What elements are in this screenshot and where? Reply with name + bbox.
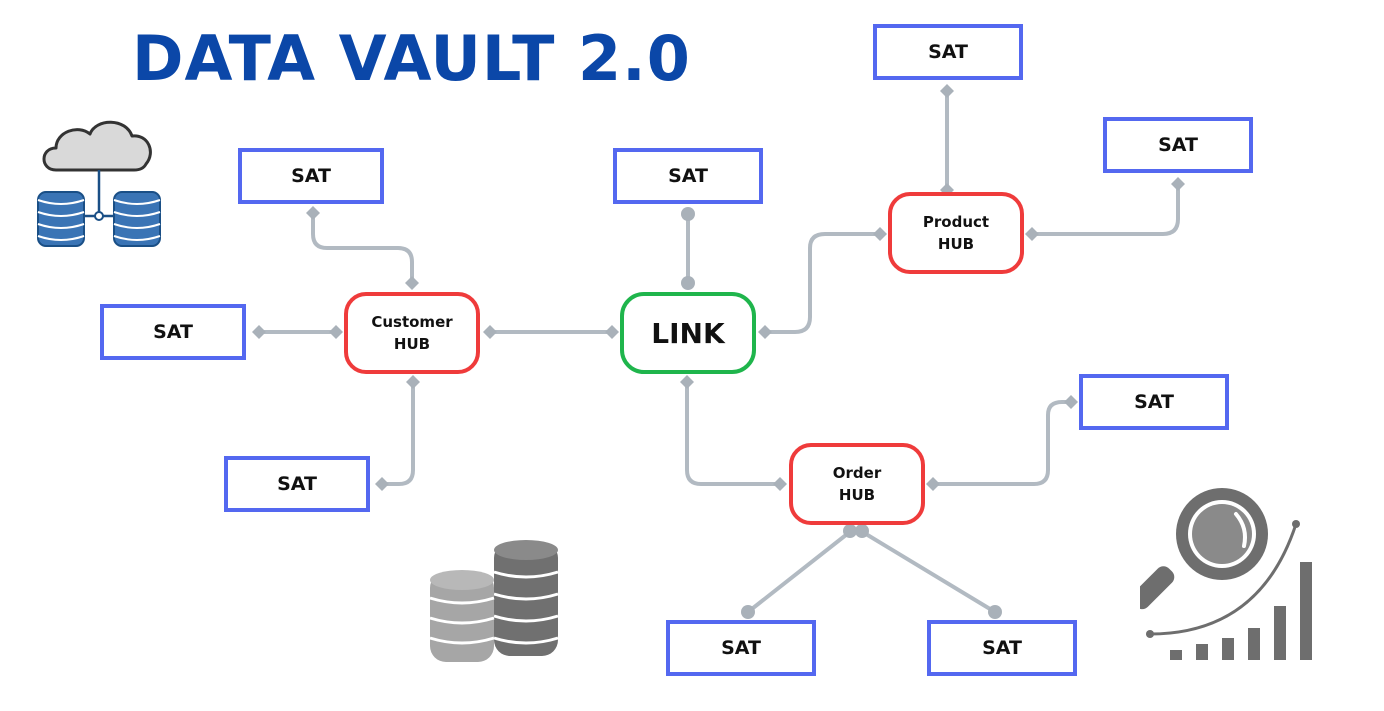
connector-link-order xyxy=(685,380,782,486)
diamond-marker xyxy=(406,375,420,389)
diamond-marker xyxy=(483,325,497,339)
diamond-marker xyxy=(758,325,772,339)
circle-marker xyxy=(988,605,1002,619)
link-node: LINK xyxy=(620,292,756,374)
sat-link-top: SAT xyxy=(613,148,763,204)
diamond-marker xyxy=(329,325,343,339)
hub-customer: Customer HUB xyxy=(344,292,480,374)
sat-customer-left: SAT xyxy=(100,304,246,360)
hub-product-type: HUB xyxy=(937,235,975,253)
connector-customer-bottom-sat xyxy=(380,380,415,486)
hub-order-name: Order xyxy=(832,464,882,482)
diamond-marker xyxy=(1171,177,1185,191)
connector-customer-top-sat xyxy=(311,211,414,284)
hub-order-type: HUB xyxy=(838,486,876,504)
diamond-marker xyxy=(940,84,954,98)
sat-product-top: SAT xyxy=(873,24,1023,80)
sat-customer-bottom: SAT xyxy=(224,456,370,512)
diamond-marker xyxy=(873,227,887,241)
connector-order-bottom-right-sat xyxy=(859,529,997,614)
diamond-marker xyxy=(375,477,389,491)
diamond-marker xyxy=(405,276,419,290)
diamond-marker xyxy=(926,477,940,491)
diamond-marker xyxy=(773,477,787,491)
hub-customer-type: HUB xyxy=(393,335,431,353)
circle-marker xyxy=(843,524,857,538)
diagram-title: DATA VAULT 2.0 xyxy=(132,22,691,95)
diamond-marker xyxy=(306,206,320,220)
analytics-magnifier-icon xyxy=(1140,488,1312,660)
circle-marker xyxy=(681,207,695,221)
hub-product-name: Product xyxy=(922,213,990,231)
hub-product: Product HUB xyxy=(888,192,1024,274)
diamond-marker xyxy=(1025,227,1039,241)
connector-link-product xyxy=(762,232,882,334)
sat-product-right: SAT xyxy=(1103,117,1253,173)
connector-order-right-sat xyxy=(931,400,1073,486)
circle-marker xyxy=(855,524,869,538)
diamond-marker xyxy=(605,325,619,339)
hub-order: Order HUB xyxy=(789,443,925,525)
circle-marker xyxy=(741,605,755,619)
connector-product-right-sat xyxy=(1030,182,1180,236)
sat-order-bottom-right: SAT xyxy=(927,620,1077,676)
connector-order-bottom-left-sat xyxy=(746,529,853,614)
cloud-database-icon xyxy=(37,120,161,247)
circle-marker xyxy=(681,276,695,290)
hub-customer-name: Customer xyxy=(371,313,453,331)
diamond-marker xyxy=(680,375,694,389)
sat-order-right: SAT xyxy=(1079,374,1229,430)
diamond-marker xyxy=(1064,395,1078,409)
sat-order-bottom-left: SAT xyxy=(666,620,816,676)
diamond-marker xyxy=(252,325,266,339)
sat-customer-top: SAT xyxy=(238,148,384,204)
database-stack-icon xyxy=(429,540,559,662)
